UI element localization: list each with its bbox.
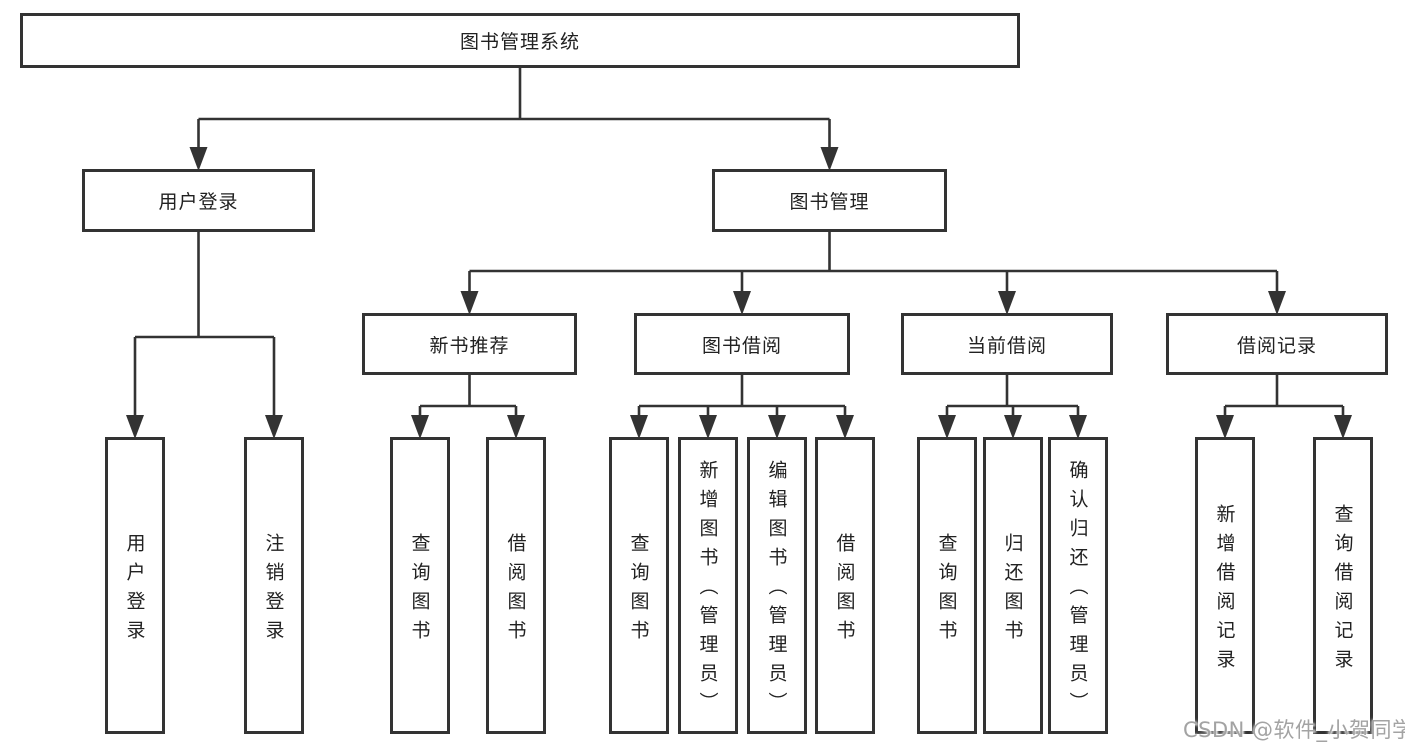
leaf-borrowing-query-books-label: 查询图书 xyxy=(627,532,650,649)
leaf-query-borrow-record-label: 查询借阅记录 xyxy=(1331,503,1354,678)
leaf-user-login-label: 用户登录 xyxy=(123,532,146,649)
node-user-login-label: 用户登录 xyxy=(158,191,239,213)
leaf-recommend-query-books-label: 查询图书 xyxy=(408,532,431,649)
leaf-query-borrow-record: 查询借阅记录 xyxy=(1313,437,1373,734)
leaf-confirm-return-admin-label: 确认归还（管理员） xyxy=(1066,460,1089,721)
node-book-management-label: 图书管理 xyxy=(789,191,870,213)
leaf-logout-label: 注销登录 xyxy=(262,532,285,649)
leaf-borrowing-query-books: 查询图书 xyxy=(609,437,669,734)
leaf-user-login: 用户登录 xyxy=(105,437,165,734)
leaf-borrow-books: 借阅图书 xyxy=(815,437,875,734)
node-book-management: 图书管理 xyxy=(712,169,947,232)
leaf-edit-books-admin-label: 编辑图书（管理员） xyxy=(765,460,788,721)
leaf-add-borrow-record-label: 新增借阅记录 xyxy=(1213,503,1236,678)
leaf-recommend-borrow-books-label: 借阅图书 xyxy=(504,532,527,649)
node-book-borrowing-label: 图书借阅 xyxy=(701,334,782,357)
node-root-label: 图书管理系统 xyxy=(459,31,580,53)
node-borrowing-records-label: 借阅记录 xyxy=(1236,334,1317,357)
leaf-return-books-label: 归还图书 xyxy=(1001,532,1024,649)
leaf-add-books-admin: 新增图书（管理员） xyxy=(678,437,738,734)
leaf-add-books-admin-label: 新增图书（管理员） xyxy=(696,460,719,721)
node-current-borrowing: 当前借阅 xyxy=(901,313,1113,375)
node-new-book-recommend-label: 新书推荐 xyxy=(429,334,510,357)
leaf-borrow-books-label: 借阅图书 xyxy=(833,532,856,649)
node-current-borrowing-label: 当前借阅 xyxy=(966,334,1047,357)
node-root: 图书管理系统 xyxy=(20,13,1020,68)
node-book-borrowing: 图书借阅 xyxy=(634,313,850,375)
leaf-current-query-books: 查询图书 xyxy=(917,437,977,734)
leaf-edit-books-admin: 编辑图书（管理员） xyxy=(747,437,807,734)
leaf-confirm-return-admin: 确认归还（管理员） xyxy=(1048,437,1108,734)
leaf-recommend-borrow-books: 借阅图书 xyxy=(486,437,546,734)
leaf-recommend-query-books: 查询图书 xyxy=(390,437,450,734)
leaf-add-borrow-record: 新增借阅记录 xyxy=(1195,437,1255,734)
node-new-book-recommend: 新书推荐 xyxy=(362,313,577,375)
node-borrowing-records: 借阅记录 xyxy=(1166,313,1388,375)
leaf-current-query-books-label: 查询图书 xyxy=(935,532,958,649)
csdn-watermark: CSDN @软件_小贺同学 xyxy=(1183,718,1405,742)
node-user-login: 用户登录 xyxy=(82,169,315,232)
leaf-return-books: 归还图书 xyxy=(983,437,1043,734)
leaf-logout: 注销登录 xyxy=(244,437,304,734)
